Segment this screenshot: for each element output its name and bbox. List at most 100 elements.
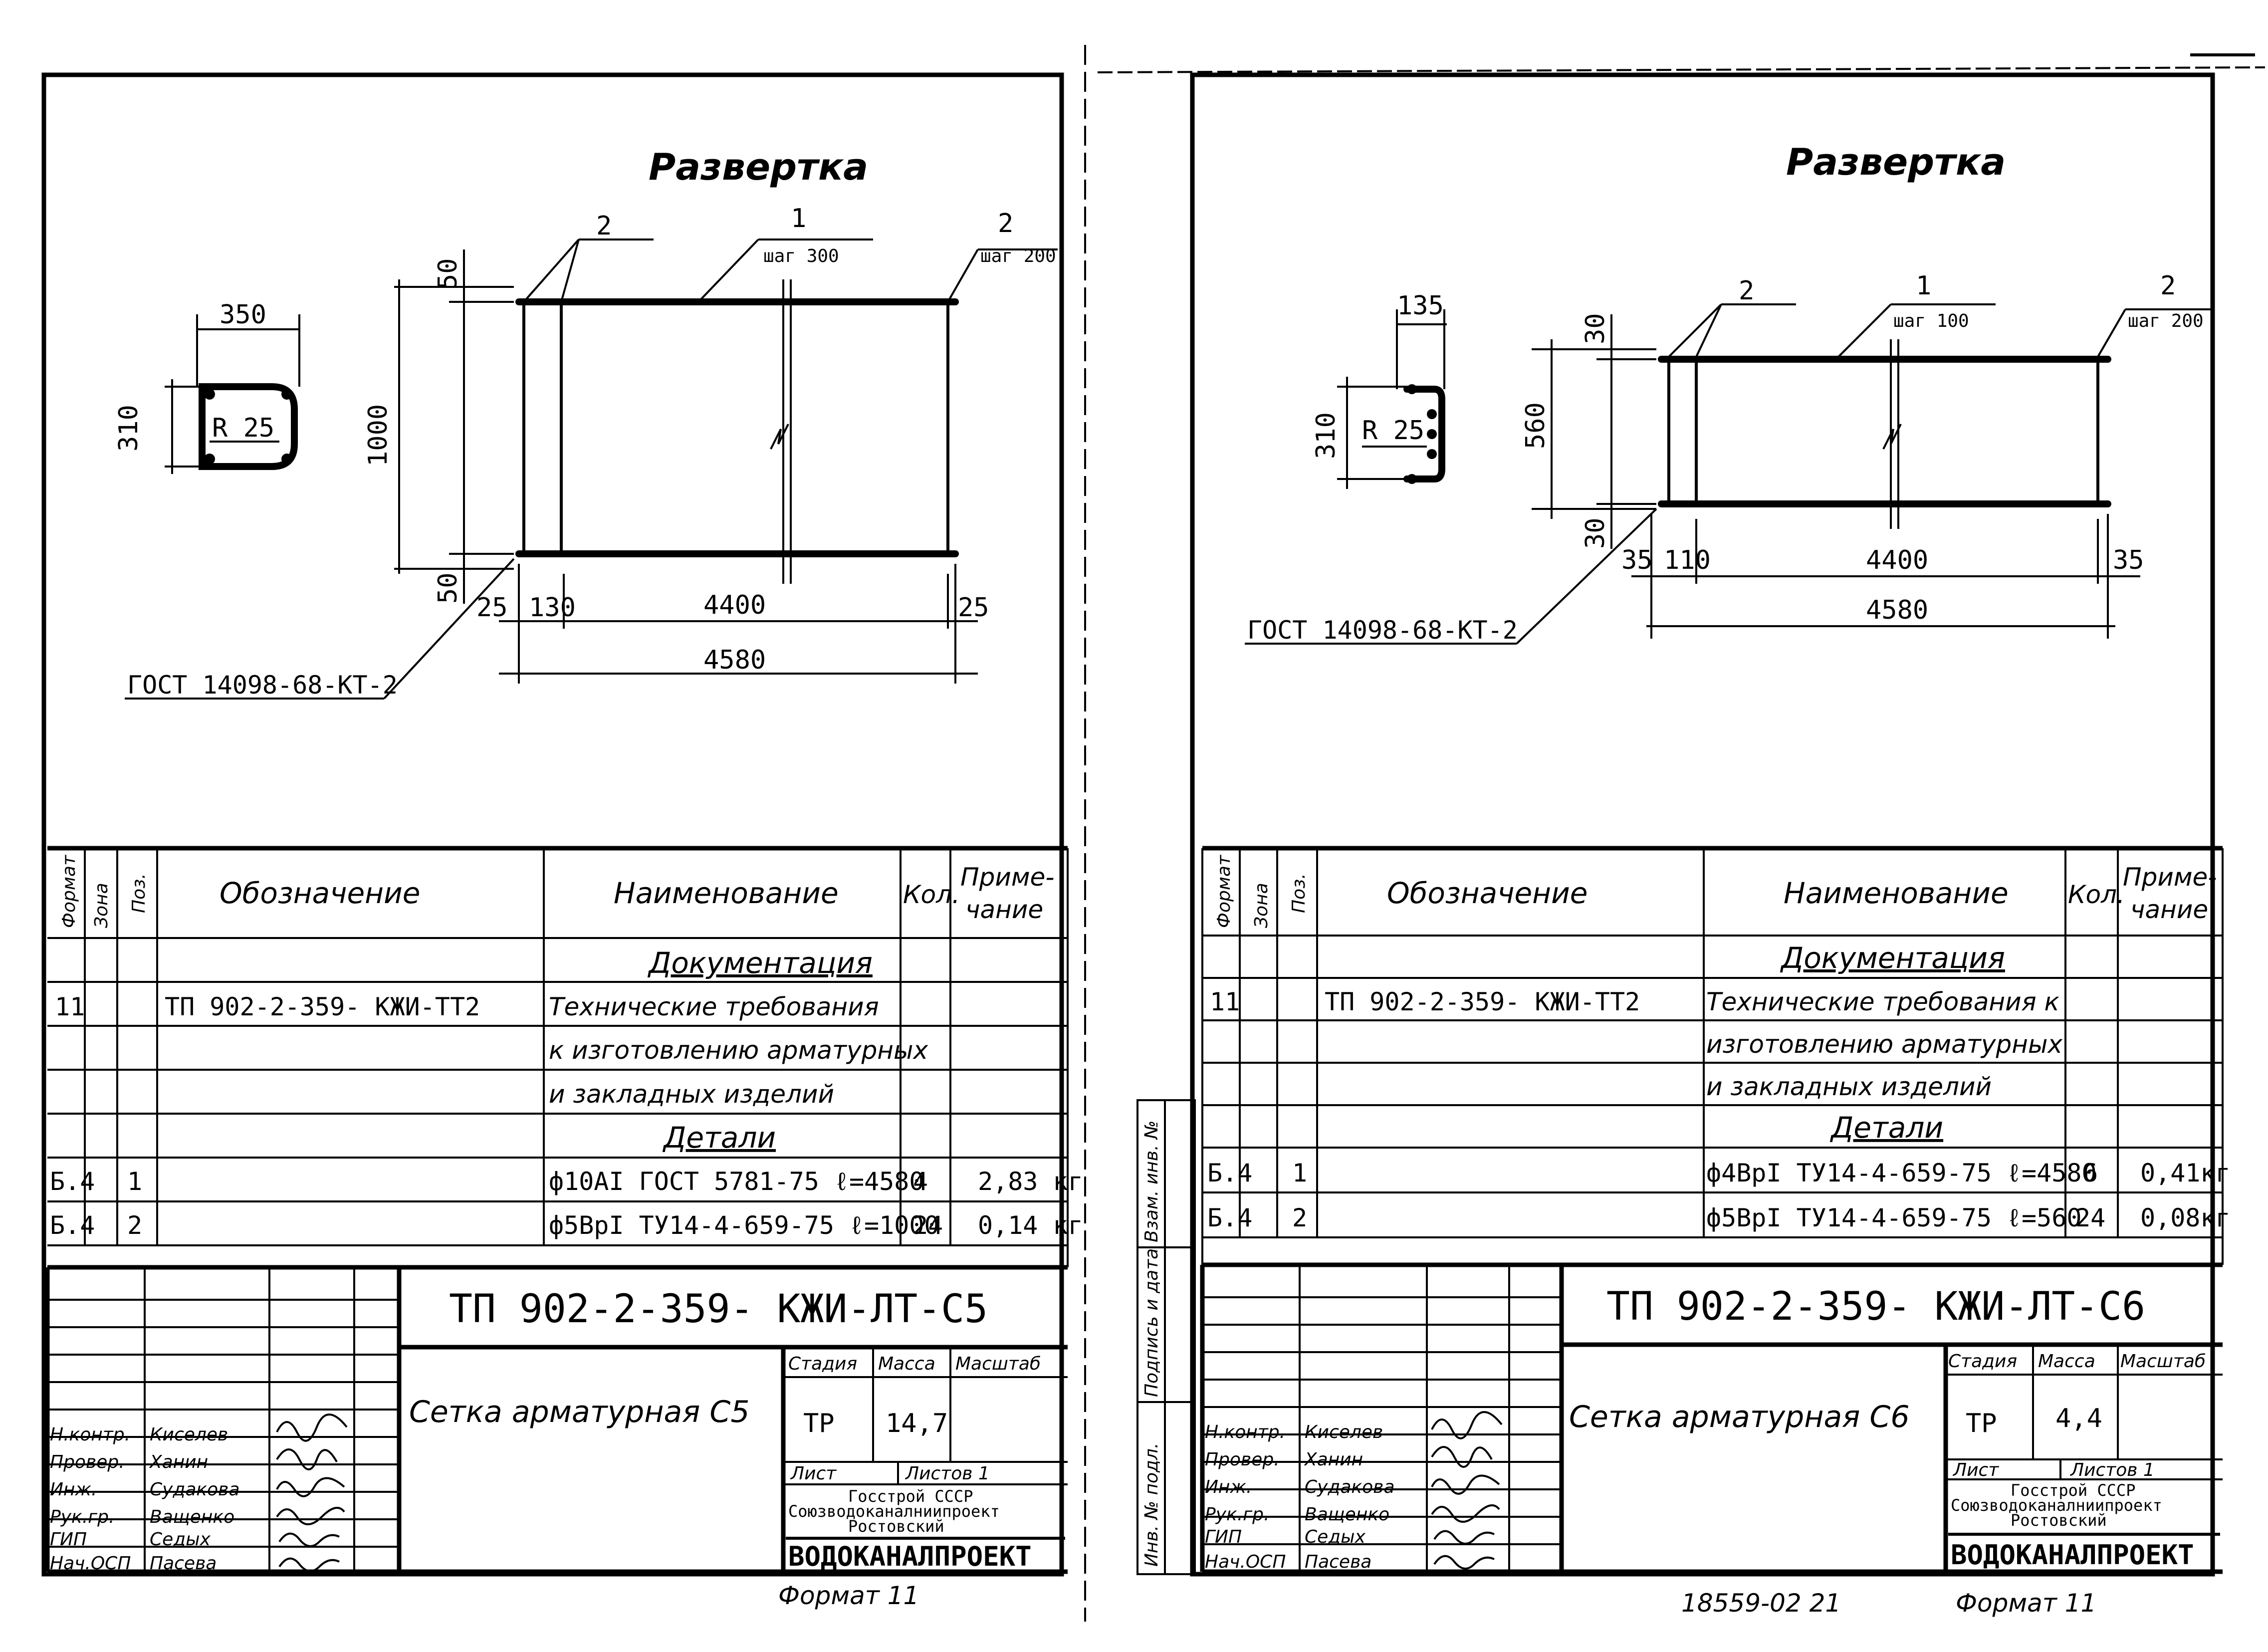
doc-code: ТП 902-2-359- КЖИ-ЛТ-С6 [1606, 1284, 2145, 1329]
section-title: Развертка [1786, 141, 2006, 184]
name-1: Киселев [1305, 1422, 1383, 1442]
margin-label-1: Взам. инв. № [1141, 1121, 1162, 1242]
row1-note: 0,41кг [2140, 1159, 2231, 1187]
mass-label: Масса [2038, 1351, 2095, 1372]
spec-table: Формат Зона Поз. Обозначение Наименовани… [47, 846, 1083, 1270]
callout-pos-2-right: 2 [998, 209, 1013, 238]
margin-strip: Взам. инв. № Подпись и дата Инв. № подл. [1136, 1099, 1196, 1575]
role-6: Нач.ОСП [50, 1553, 131, 1574]
dim-span: 4400 [1866, 545, 1928, 575]
th-pos: Поз. [129, 873, 149, 913]
doc-name-3: и закладных изделий [1706, 1072, 1992, 1101]
org-1: Госстрой СССР [848, 1487, 973, 1506]
th-name: Наименование [614, 876, 839, 910]
org-1: Госстрой СССР [2011, 1481, 2135, 1500]
row1-note: 2,83 кг [978, 1167, 1083, 1196]
role-1: Н.контр. [1205, 1422, 1285, 1442]
cross-section: 350 310 R 25 [114, 300, 300, 474]
dim-total: 4580 [703, 645, 766, 675]
callout-step-2: шаг 200 [980, 246, 1056, 266]
mesh-plan: 2 1 шаг 100 2 шаг 200 30 560 30 [1245, 271, 2213, 645]
callout-pos-1: 1 [791, 204, 806, 234]
org-4: ВОДОКАНАЛПРОЕКТ [788, 1541, 1032, 1572]
dim-bottom: 50 [433, 572, 463, 604]
th-format: Формат [59, 855, 79, 928]
callout-step-1: шаг 100 [1893, 311, 1969, 331]
doc-section: Документация [647, 946, 873, 980]
th-format: Формат [1214, 855, 1234, 928]
doc-name-1: Технические требования [549, 992, 879, 1021]
doc-name-1: Технические требования к [1706, 987, 2059, 1016]
section-radius: R 25 [1362, 416, 1424, 446]
role-4: Рук.гр. [1205, 1504, 1269, 1525]
dim-top: 30 [1581, 313, 1610, 344]
section-height: 310 [1311, 412, 1341, 459]
margin-label-3: Инв. № подл. [1141, 1443, 1162, 1567]
details-section: Детали [662, 1121, 776, 1155]
row1-qty: 6 [2083, 1159, 2098, 1187]
th-name: Наименование [1784, 876, 2009, 910]
section-title: Развертка [649, 146, 868, 189]
org-3: Ростовский [848, 1517, 944, 1536]
row2-qty: 24 [2075, 1203, 2105, 1232]
mesh-plan: 2 1 шаг 300 2 шаг 200 50 1000 50 [125, 204, 1058, 700]
callout-pos-2-right: 2 [2160, 271, 2176, 301]
role-1: Н.контр. [50, 1424, 130, 1445]
name-2: Ханин [149, 1452, 208, 1472]
format-footer: Формат 11 [1956, 1589, 2096, 1618]
stage-value: ТР [1966, 1409, 1997, 1438]
sheet-frame [1190, 72, 2215, 1577]
stage-value: ТР [803, 1409, 835, 1438]
row2-name: ф5ВрI ТУ14-4-659-75 ℓ=560 [1706, 1203, 2081, 1232]
mass-value: 4,4 [2055, 1404, 2102, 1433]
callout-pos-2-left: 2 [596, 211, 612, 241]
details-section: Детали [1829, 1111, 1943, 1145]
th-pos: Поз. [1289, 873, 1309, 913]
row1-pos: 1 [1292, 1159, 1307, 1187]
th-note-1: Приме- [960, 863, 1054, 892]
title-block: Н.контр. Провер. Инж. Рук.гр. ГИП Нач.ОС… [45, 1267, 1068, 1574]
th-qty: Кол. [903, 880, 960, 909]
org-2: Союзводоканалниипроект [788, 1502, 1000, 1521]
title-block: Н.контр. Провер. Инж. Рук.гр. ГИП Нач.ОС… [1200, 1265, 2223, 1574]
dim-edge-left: 25 [476, 593, 508, 623]
table-row: Б.4 2 ф5ВрI ТУ14-4-659-75 ℓ=560 24 0,08к… [1207, 1203, 2231, 1232]
name-5: Седых [1305, 1527, 1366, 1547]
name-2: Ханин [1304, 1449, 1363, 1470]
dim-top: 50 [433, 258, 463, 289]
org-3: Ростовский [2011, 1511, 2107, 1530]
dim-first: 130 [529, 593, 576, 623]
signatures [276, 1414, 348, 1572]
role-2: Провер. [50, 1452, 125, 1472]
doc-name-2: изготовлению арматурных [1706, 1030, 2062, 1059]
sheet-label: Лист [790, 1463, 837, 1484]
dim-bottom: 30 [1581, 517, 1610, 549]
role-5: ГИП [50, 1529, 87, 1550]
th-designation: Обозначение [220, 876, 420, 910]
table-row: Б.4 2 ф5ВрI ТУ14-4-659-75 ℓ=1000 24 0,14… [50, 1211, 1083, 1240]
section-width: 135 [1397, 291, 1444, 321]
doc-name-3: и закладных изделий [549, 1080, 834, 1109]
drawing-name: Сетка арматурная С5 [409, 1395, 750, 1429]
row1-format: Б.4 [1207, 1159, 1252, 1187]
row1-qty: 4 [913, 1167, 928, 1196]
name-4: Ващенко [150, 1507, 234, 1527]
section-height: 310 [114, 405, 144, 452]
row2-name: ф5ВрI ТУ14-4-659-75 ℓ=1000 [549, 1211, 939, 1240]
th-qty: Кол. [2068, 880, 2125, 909]
row2-pos: 2 [1292, 1203, 1307, 1232]
name-6: Пасева [1305, 1552, 1371, 1572]
role-3: Инж. [50, 1479, 97, 1500]
row1-format: Б.4 [50, 1167, 95, 1196]
th-zone: Зона [91, 883, 112, 928]
gost-ref: ГОСТ 14098-68-КТ-2 [127, 671, 398, 700]
name-4: Ващенко [1305, 1504, 1389, 1525]
doc-name-2: к изготовлению арматурных [549, 1036, 928, 1065]
table-row: Б.4 1 ф10АI ГОСТ 5781-75 ℓ=4580 4 2,83 к… [50, 1167, 1083, 1196]
th-note-1: Приме- [2123, 863, 2217, 892]
mass-value: 14,7 [886, 1409, 948, 1438]
role-4: Рук.гр. [50, 1507, 114, 1527]
dim-span: 4400 [703, 590, 766, 620]
row1-name: ф4ВрI ТУ14-4-659-75 ℓ=4580 [1706, 1159, 2097, 1187]
callout-step-2: шаг 200 [2128, 311, 2204, 331]
